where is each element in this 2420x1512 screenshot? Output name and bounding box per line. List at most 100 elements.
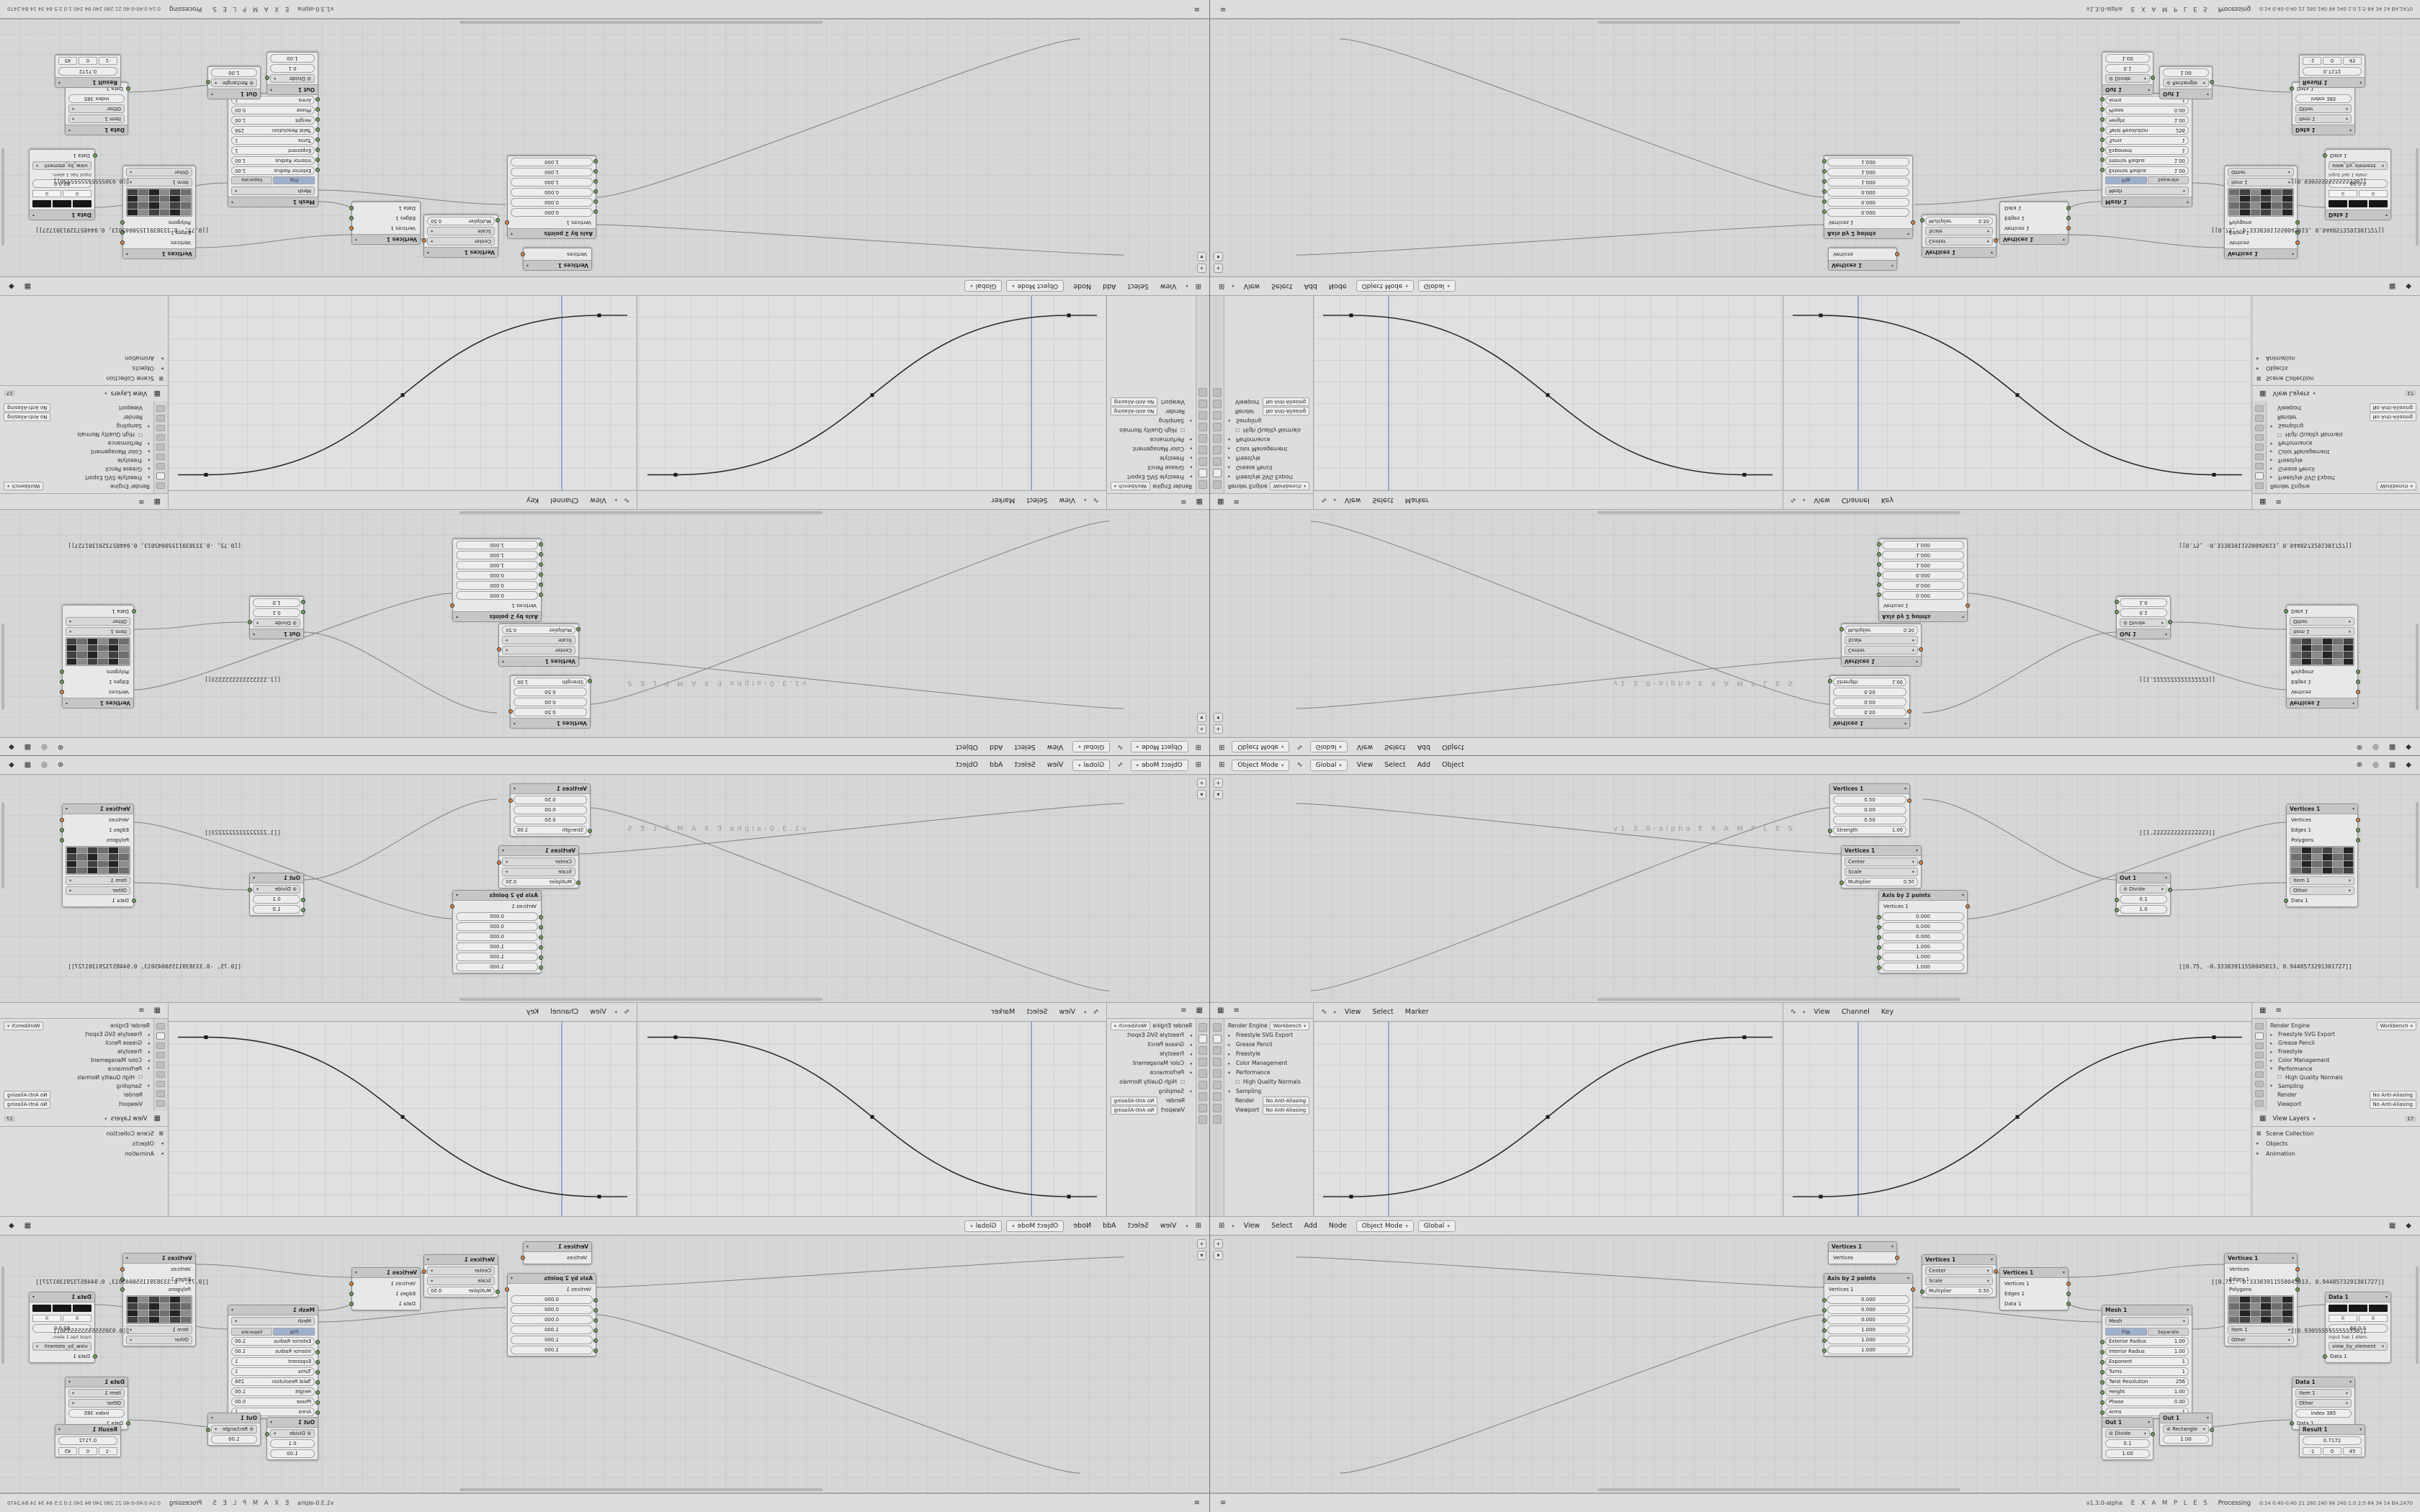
node-title-bar[interactable]: Vertices 1▾ — [524, 1242, 591, 1252]
prop-panel-row[interactable]: ▾Performance — [2270, 1065, 2416, 1072]
node-value-field[interactable]: 0.7172 — [2303, 1436, 2362, 1445]
menu-view[interactable]: View — [1814, 496, 1830, 504]
node-title-bar[interactable]: Out 1▾ — [2102, 84, 2153, 94]
node-socket[interactable] — [2115, 898, 2119, 902]
node-dropdown[interactable]: Other▾ — [68, 104, 125, 113]
node-socket[interactable] — [2066, 1292, 2071, 1296]
prop-panel-row[interactable]: ▸Freestyle — [2270, 456, 2416, 464]
node-value-field[interactable]: 1.000 — [456, 953, 543, 961]
properties-editor-icon[interactable]: ▦ — [1196, 498, 1203, 505]
prop-value[interactable]: No Anti-Aliasing — [1110, 407, 1158, 416]
node-socket[interactable] — [497, 860, 501, 865]
prop-panel-row[interactable]: ▸Freestyle SVG Export — [2270, 474, 2416, 481]
node-title-bar[interactable]: Vertices 1▾ — [2225, 1254, 2297, 1264]
prop-panel-row[interactable]: ▾Sampling — [2270, 423, 2416, 430]
prop-panel-row[interactable]: ☐High Quality Normals — [1228, 1078, 1309, 1086]
node-value-field[interactable]: 0.1 — [2115, 895, 2167, 904]
data-value-cell[interactable]: 0 — [2329, 1315, 2357, 1322]
menu-view[interactable]: View — [1160, 1222, 1177, 1230]
properties-tab-icon[interactable] — [156, 415, 166, 422]
node-socket[interactable] — [497, 647, 501, 652]
collapse-icon[interactable]: ▾ — [66, 701, 68, 706]
node-socket[interactable] — [349, 216, 354, 220]
collapse-icon[interactable]: ▾ — [126, 1256, 129, 1261]
node-title-bar[interactable]: Vertices 1▾ — [1829, 260, 1896, 270]
node-socket[interactable] — [593, 179, 598, 184]
node-dropdown[interactable]: Scale▾ — [427, 1277, 495, 1285]
node-value-field[interactable]: 0.1 — [253, 895, 305, 904]
node-dropdown[interactable]: Mesh▾ — [2105, 1317, 2189, 1326]
node-socket[interactable] — [1907, 798, 1912, 803]
horizontal-scrollbar[interactable] — [1597, 21, 1960, 24]
properties-editor-icon[interactable]: ▦ — [153, 498, 161, 505]
prop-value[interactable]: No Anti-Aliasing — [1262, 1105, 1310, 1115]
node-value-field[interactable]: 1.000 — [1822, 178, 1909, 186]
menu-select[interactable]: Select — [1026, 496, 1048, 504]
node-title-bar[interactable]: Out 1▾ — [2160, 89, 2212, 99]
node-socket[interactable] — [1877, 552, 1881, 557]
collapse-icon[interactable]: ▾ — [68, 127, 71, 132]
proportional-edit-icon[interactable]: ◎ — [41, 743, 48, 751]
filter-icon[interactable]: ≡ — [1180, 1007, 1187, 1014]
properties-tab-icon[interactable] — [156, 444, 166, 451]
node-value-field[interactable]: 0.00 — [514, 698, 587, 706]
node-value-field[interactable]: index 385 — [68, 1409, 125, 1418]
node-socket[interactable] — [588, 679, 592, 683]
properties-tab-icon[interactable] — [156, 1032, 166, 1040]
node-socket[interactable] — [496, 218, 500, 222]
node-vertices-1[interactable]: Vertices 1▾Vertices — [1828, 1241, 1899, 1264]
collapse-icon[interactable]: ▾ — [2291, 251, 2294, 256]
properties-tab-icon[interactable] — [156, 1080, 166, 1088]
orientation-select[interactable]: Global▾ — [964, 280, 1003, 292]
node-socket[interactable] — [593, 1338, 598, 1343]
node-value-field[interactable]: 0.000 — [511, 1295, 598, 1304]
collapse-icon[interactable]: ▾ — [456, 893, 459, 898]
node-value-field[interactable]: 1.00 — [270, 1449, 315, 1458]
node-dropdown[interactable]: ⊘ Rectangle▾ — [206, 1425, 257, 1434]
horizontal-scrollbar[interactable] — [460, 21, 823, 24]
prop-panel-row[interactable]: ▸Freestyle — [1228, 1050, 1309, 1058]
node-value-field[interactable]: 1.000 — [1877, 953, 1964, 961]
graph-editor-icon[interactable]: ∿ — [1093, 496, 1099, 504]
node-socket[interactable] — [2295, 220, 2300, 225]
node-socket[interactable] — [60, 680, 64, 684]
properties-tab-icon[interactable] — [1212, 423, 1222, 431]
canvas-overlay-button[interactable]: + — [1214, 778, 1223, 788]
node-socket[interactable] — [1822, 179, 1827, 184]
status-grip-icon[interactable]: ≡ — [1193, 5, 1200, 13]
toggle-option[interactable]: Separate — [2147, 176, 2189, 185]
curve-handle[interactable] — [204, 472, 208, 477]
node-socket[interactable] — [315, 127, 320, 132]
node-socket[interactable] — [93, 1354, 97, 1359]
overlay-grid-icon[interactable]: ▦ — [24, 282, 32, 290]
menu-marker[interactable]: Marker — [1404, 496, 1429, 504]
graph-canvas[interactable] — [168, 1022, 637, 1216]
node-title-bar[interactable]: Out 1▾ — [267, 84, 318, 94]
collapse-icon[interactable]: ▾ — [66, 806, 68, 811]
node-title-bar[interactable]: Vertices 1▾ — [499, 656, 578, 666]
menu-channel[interactable]: Channel — [1841, 496, 1870, 504]
properties-tab-icon[interactable] — [2254, 453, 2264, 461]
node-dropdown[interactable]: Other▾ — [2290, 617, 2354, 626]
node-socket[interactable] — [1907, 709, 1912, 714]
node-value-field[interactable]: 0.000 — [511, 208, 598, 217]
node-socket[interactable] — [2151, 1432, 2155, 1436]
node-value-field[interactable]: 1.000 — [456, 963, 543, 971]
menu-select[interactable]: Select — [1026, 1008, 1048, 1016]
